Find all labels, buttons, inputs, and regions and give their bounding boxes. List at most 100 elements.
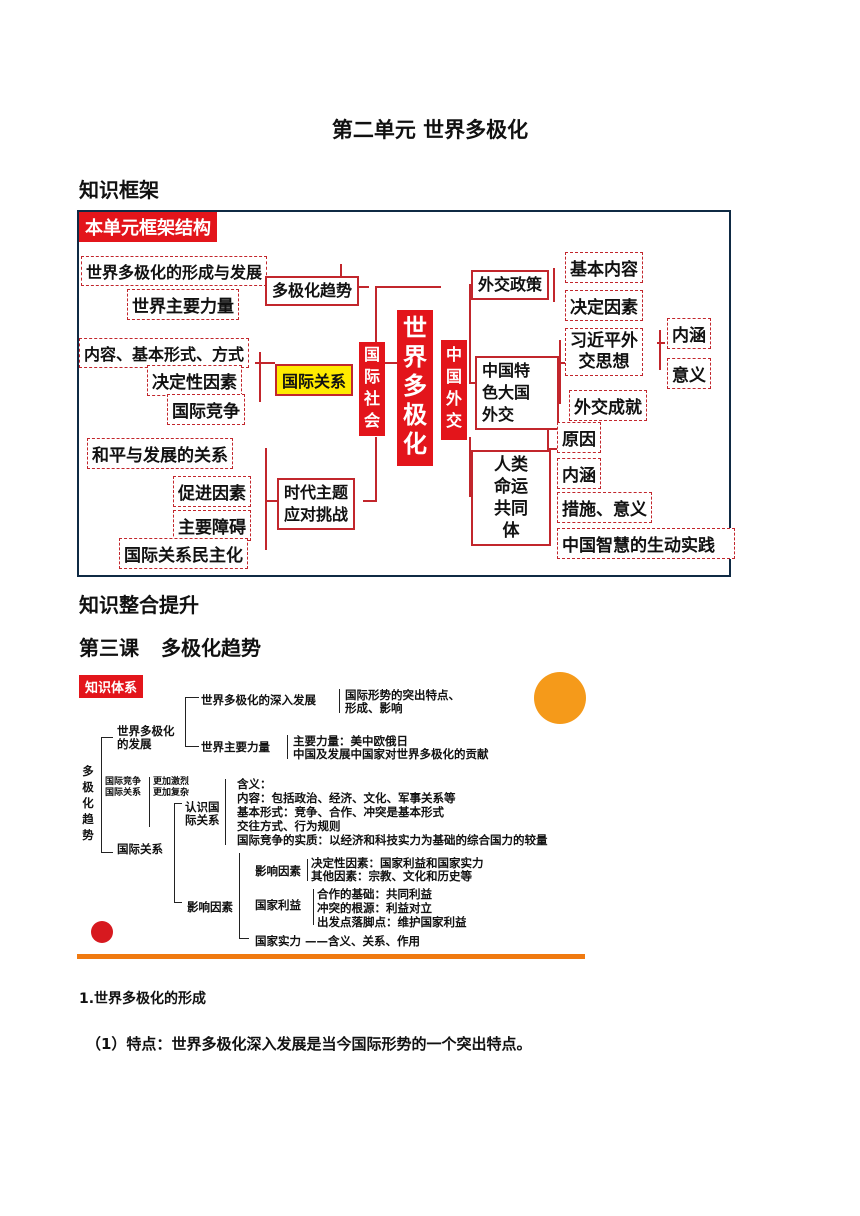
know-item: 含义： — [237, 777, 272, 791]
branch-power: 世界主要力量 — [201, 740, 270, 754]
bracket — [313, 889, 314, 925]
heading-integrate: 知识整合提升 — [79, 593, 199, 617]
root-char: 趋 — [82, 812, 94, 826]
community-node-line: 体 — [502, 521, 520, 541]
policy-item: 基本内容 — [565, 252, 643, 283]
community-node-line: 命运 — [494, 477, 528, 497]
deep-item: 形成、影响 — [345, 701, 403, 715]
connector-line — [549, 448, 557, 450]
inf-sub-item: 决定性因素：国家利益和国家实力 — [311, 856, 484, 870]
system-root: 多 极 化 趋 势 — [81, 763, 95, 843]
cd-node: 中国特 色大国 外交 — [475, 356, 559, 430]
bracket — [287, 735, 288, 759]
bracket — [307, 859, 308, 881]
bracket — [239, 853, 240, 939]
label-char: 国 — [363, 345, 380, 364]
branch-ir: 国际关系 — [117, 842, 163, 856]
xi-item: 意义 — [667, 358, 711, 389]
framework-tag: 本单元框架结构 — [79, 212, 217, 242]
connector-line — [259, 352, 261, 402]
knowledge-system-diagram: 知识体系 多 极 化 趋 势 世界多极化 的发展 世界多极化的深入发展 国际形势… — [77, 672, 586, 959]
community-node: 人类 命运 共同 体 — [471, 450, 551, 546]
bracket — [185, 697, 186, 747]
achieve-node: 外交成就 — [569, 390, 647, 421]
community-item: 中国智慧的生动实践 — [557, 528, 735, 559]
trend-item: 世界主要力量 — [127, 289, 239, 320]
era-item: 和平与发展的关系 — [87, 438, 233, 469]
connector-line — [375, 286, 377, 346]
policy-node: 外交政策 — [471, 270, 550, 300]
label-char: 社 — [363, 389, 380, 408]
trend-node: 多极化趋势 — [265, 276, 360, 306]
xi-node: 习近平外 交思想 — [565, 328, 643, 376]
inf-sub-items: 决定性因素：国家利益和国家实力 其他因素：宗教、文化和历史等 — [311, 857, 484, 883]
interest-item: 冲突的根源：利益对立 — [317, 901, 432, 915]
label-char: 中 — [445, 345, 462, 364]
branch-line: 的发展 — [117, 737, 152, 751]
bracket — [225, 779, 226, 845]
know-item: 国际竞争的实质：以经济和科技实力为基础的综合国力的较量 — [237, 833, 548, 847]
know-item: 内容：包括政治、经济、文化、军事关系等 — [237, 791, 456, 805]
china-diplomacy-label: 中 国 外 交 — [441, 340, 467, 440]
label-char: 会 — [363, 411, 380, 430]
center-char: 极 — [403, 401, 427, 429]
center-char: 界 — [403, 343, 427, 371]
xi-item: 内涵 — [667, 318, 711, 349]
mid-item: 更加激烈 — [153, 777, 190, 787]
center-char: 世 — [403, 314, 427, 342]
intl-society-label: 国 际 社 会 — [359, 342, 385, 436]
paragraph-1: 1.世界多极化的形成 — [79, 991, 207, 1007]
branch-deep: 世界多极化的深入发展 — [201, 693, 316, 707]
ir-item: 决定性因素 — [147, 365, 242, 396]
know-ir: 认识国 际关系 — [185, 801, 220, 827]
know-item: 基本形式：竞争、合作、冲突是基本形式 — [237, 805, 444, 819]
paragraph-2: （1）特点：世界多极化深入发展是当今国际形势的一个突出特点。 — [86, 1035, 532, 1053]
cd-node-line: 中国特 — [482, 361, 531, 380]
bracket — [339, 689, 340, 713]
system-tag: 知识体系 — [79, 675, 144, 698]
center-char: 多 — [403, 372, 427, 400]
connector-line — [265, 448, 267, 550]
era-item: 主要障碍 — [173, 510, 251, 541]
center-char: 化 — [403, 430, 427, 458]
mid-item: 国际关系 — [105, 788, 142, 798]
inf-sub: 影响因素 — [255, 864, 301, 878]
mid-right: 更加激烈 更加复杂 — [153, 777, 189, 799]
trend-item: 世界多极化的形成与发展 — [81, 256, 268, 286]
cd-node-line: 色大国 — [482, 383, 531, 402]
ir-item: 内容、基本形式、方式 — [79, 338, 250, 368]
ir-item: 国际竞争 — [167, 394, 245, 425]
connector-line — [657, 342, 665, 344]
policy-item: 决定因素 — [565, 290, 643, 321]
connector-line — [375, 286, 441, 288]
strength: 国家实力 ——含义、关系、作用 — [255, 934, 421, 948]
cd-node-line: 外交 — [482, 405, 515, 424]
know-line: 认识国 — [185, 800, 220, 814]
center-world-multipolar: 世 界 多 极 化 — [397, 310, 433, 466]
interest: 国家利益 — [255, 898, 301, 912]
connector-line — [375, 437, 377, 501]
connector-line — [363, 500, 377, 502]
label-char: 交 — [445, 411, 462, 430]
bracket — [101, 737, 113, 738]
bottom-bar — [77, 954, 585, 959]
era-item: 促进因素 — [173, 476, 251, 507]
mid-left: 国际竞争 国际关系 — [105, 777, 141, 799]
root-char: 势 — [82, 828, 94, 842]
era-node-line: 应对挑战 — [284, 505, 349, 524]
heading-lesson: 第三课多极化趋势 — [79, 632, 261, 661]
deep-items: 国际形势的突出特点、 形成、影响 — [345, 689, 460, 715]
know-items: 含义： 内容：包括政治、经济、文化、军事关系等 基本形式：竞争、合作、冲突是基本… — [237, 777, 548, 847]
lesson-number: 第三课 — [79, 636, 139, 660]
branch-line: 世界多极化 — [117, 724, 175, 738]
community-item: 原因 — [557, 422, 601, 453]
era-node: 时代主题 应对挑战 — [277, 478, 356, 530]
inf-sub-item: 其他因素：宗教、文化和历史等 — [311, 869, 472, 883]
era-node-line: 时代主题 — [284, 483, 349, 502]
era-item: 国际关系民主化 — [119, 538, 248, 569]
power-item: 中国及发展中国家对世界多极化的贡献 — [293, 747, 489, 761]
connector-line — [255, 362, 275, 364]
connector-line — [469, 284, 471, 384]
page-title: 第二单元 世界多极化 — [331, 118, 529, 142]
interest-items: 合作的基础：共同利益 冲突的根源：利益对立 出发点落脚点：维护国家利益 — [317, 887, 467, 929]
